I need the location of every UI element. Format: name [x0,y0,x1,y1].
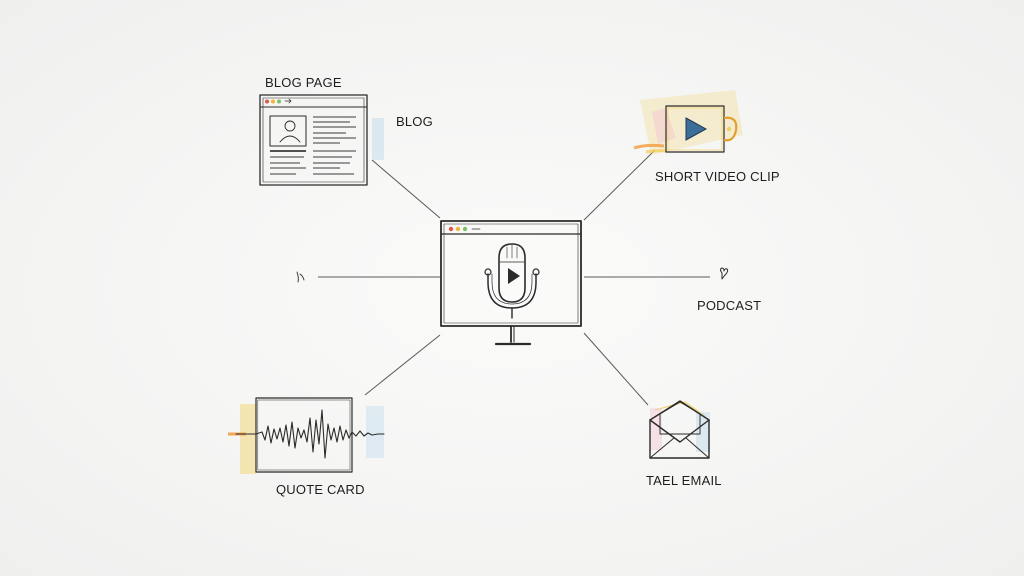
email-label: TAEL EMAIL [646,473,722,488]
audio-waveform-icon [228,397,385,474]
video-play-icon [633,90,743,155]
connector-quote [364,334,441,396]
blog-label: BLOG [396,114,433,129]
heart-icon [720,267,729,280]
quote-card-label: QUOTE CARD [276,482,365,497]
blog-page-label: BLOG PAGE [265,75,342,90]
open-envelope-icon [649,400,710,459]
short-video-clip-label: SHORT VIDEO CLIP [655,169,780,184]
podcast-microphone-monitor-icon [440,220,582,346]
connector-email [583,332,649,406]
blog-page-window-icon [259,94,384,186]
connector-lines [318,149,710,406]
connector-blog [371,159,441,219]
left-squiggle [296,271,305,283]
connector-video [583,149,656,221]
podcast-label: PODCAST [697,298,762,313]
